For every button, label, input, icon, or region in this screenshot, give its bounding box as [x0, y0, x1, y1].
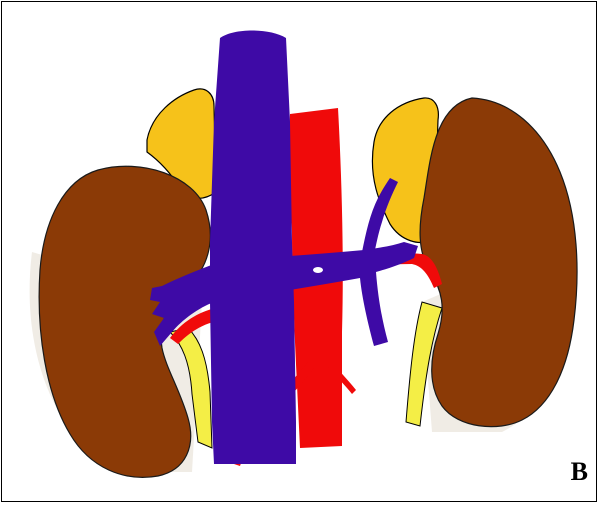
panel-label: B: [571, 457, 588, 487]
inferior-vena-cava: [210, 31, 296, 465]
junction-highlight: [313, 267, 323, 273]
left-kidney: [420, 98, 577, 427]
